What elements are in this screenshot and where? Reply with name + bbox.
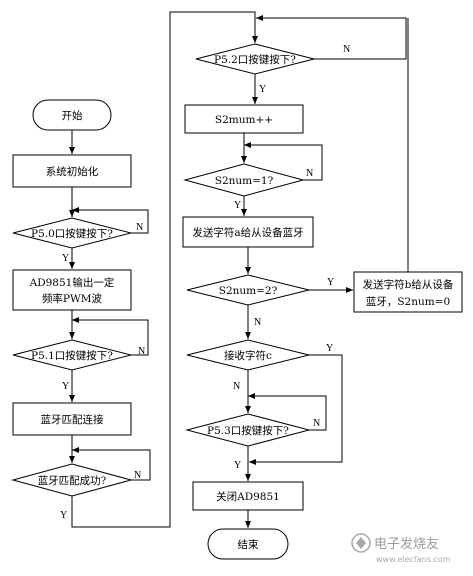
pwm-process: AD9851输出一定 频率PWM波 <box>12 269 132 311</box>
send-b-label-line1: 发送字符b给从设备 <box>363 278 454 291</box>
s2num1-no-label: N <box>306 168 313 179</box>
p51-yes-label: Y <box>62 381 69 392</box>
recv-c-decision: 接收字符c <box>186 339 310 371</box>
recv-c-no-label: N <box>233 381 240 392</box>
edge-p53-no-loop <box>248 393 327 431</box>
send-a-process: 发送字符a给从设备蓝牙 <box>182 216 314 248</box>
p50-decision: P5.0口按键按下? <box>12 217 132 249</box>
edge-p52-no-loop <box>256 15 407 60</box>
pair-ok-label: 蓝牙匹配成功? <box>38 475 107 487</box>
start-label: 开始 <box>62 109 83 122</box>
bt-pair-label: 蓝牙匹配连接 <box>41 413 104 426</box>
p52-decision: P5.2口按键按下? <box>195 43 315 75</box>
s2num1-yes-label: Y <box>234 200 241 211</box>
p53-decision: P5.3口按键按下? <box>185 413 311 447</box>
s2num-inc-process: S2mum++ <box>184 104 304 134</box>
recv-c-label: 接收字符c <box>224 349 272 362</box>
pair-ok-no-label: N <box>134 470 141 481</box>
p53-no-label: N <box>313 418 320 429</box>
send-a-label: 发送字符a给从设备蓝牙 <box>192 226 303 239</box>
p50-no-label: N <box>136 222 143 233</box>
p51-decision: P5.1口按键按下? <box>12 339 132 371</box>
watermark-logo-mark <box>356 537 366 549</box>
edge-recvc-yes-bypass <box>249 354 343 465</box>
edge-s2num1-no-loop <box>244 142 323 181</box>
close-ad-process: 关闭AD9851 <box>192 481 304 511</box>
s2num2-no-label: N <box>254 317 261 328</box>
watermark: 电子发烧友 www.elecfans.com <box>351 533 451 564</box>
pair-ok-yes-label: Y <box>60 510 67 521</box>
start-terminal: 开始 <box>32 99 112 131</box>
edge-p50-no-loop <box>72 207 149 234</box>
p50-label: P5.0口按键按下? <box>31 227 113 240</box>
p51-label: P5.1口按键按下? <box>31 349 113 362</box>
end-terminal: 结束 <box>207 528 289 560</box>
bt-pair-process: 蓝牙匹配连接 <box>12 402 132 436</box>
p52-label: P5.2口按键按下? <box>214 53 296 66</box>
watermark-url: www.elecfans.com <box>376 555 451 564</box>
p50-yes-label: Y <box>62 253 69 264</box>
edge-pairok-yes-to-right <box>71 11 256 528</box>
send-b-process: 发送字符b给从设备 蓝牙，S2num=0 <box>353 271 463 313</box>
p52-no-label: N <box>343 44 350 55</box>
pwm-label-line2: 频率PWM波 <box>42 292 103 305</box>
p53-yes-label: Y <box>234 460 241 471</box>
p51-no-label: N <box>138 346 145 357</box>
s2num-inc-label: S2mum++ <box>215 114 273 126</box>
s2num2-yes-label: Y <box>327 277 334 288</box>
s2num1-label: S2num=1? <box>215 175 274 187</box>
s2num1-decision: S2num=1? <box>183 163 305 197</box>
s2num2-label: S2num=2? <box>219 285 278 297</box>
init-label: 系统初始化 <box>46 165 99 178</box>
edge-pairok-no-loop <box>72 447 151 481</box>
pwm-label-line1: AD9851输出一定 <box>29 276 115 289</box>
p52-yes-label: Y <box>259 84 266 95</box>
close-ad-label: 关闭AD9851 <box>216 490 280 503</box>
watermark-logo-icon <box>351 533 371 553</box>
pair-ok-decision: 蓝牙匹配成功? <box>11 463 133 497</box>
watermark-brand: 电子发烧友 <box>374 536 439 552</box>
edge-p51-no-loop <box>72 317 149 356</box>
p53-label: P5.3口按键按下? <box>207 424 289 437</box>
s2num2-decision: S2num=2? <box>186 274 310 306</box>
init-process: 系统初始化 <box>12 154 132 188</box>
send-b-label-line2: 蓝牙，S2num=0 <box>366 296 450 308</box>
end-label: 结束 <box>238 538 259 551</box>
recv-c-yes-label: Y <box>326 343 333 354</box>
